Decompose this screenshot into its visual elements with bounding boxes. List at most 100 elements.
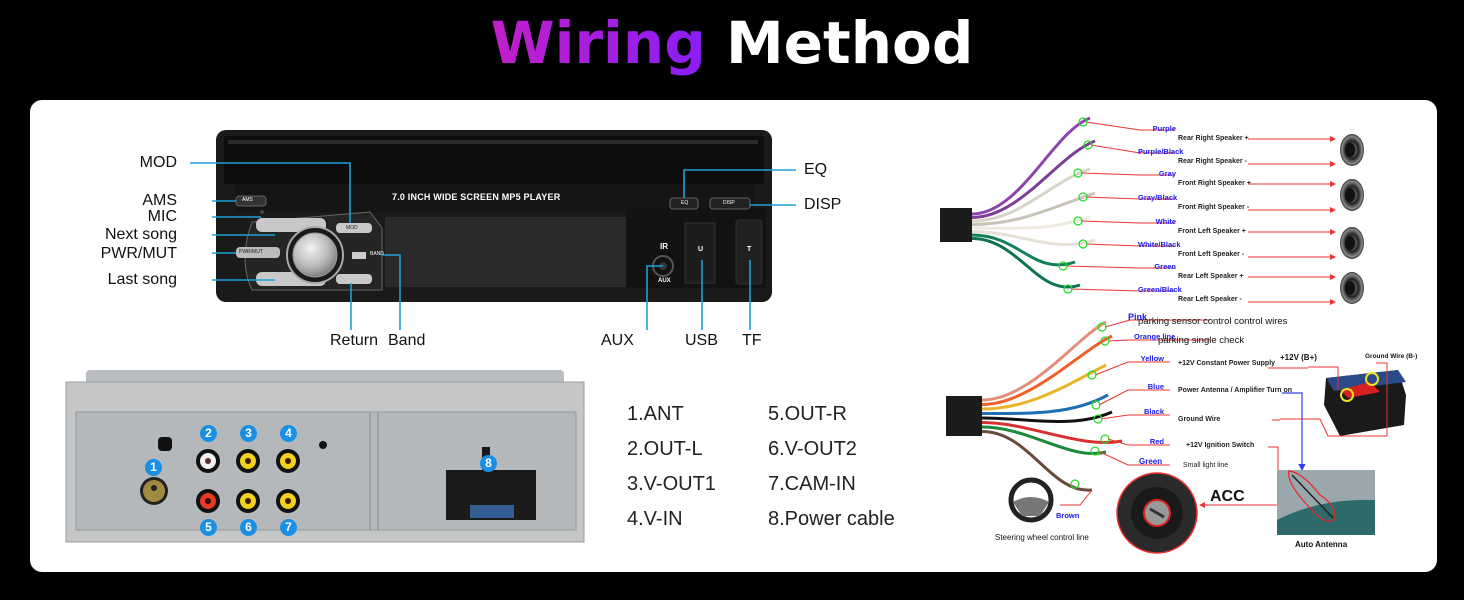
port-legend-1: 1.ANT (627, 403, 684, 425)
port-badge-6: 6 (240, 519, 257, 536)
wire-leader (1098, 389, 1170, 406)
speaker-wire-color-label: Green/Black (1138, 285, 1182, 294)
power-wire-function-label: parking single check (1158, 335, 1245, 346)
wire-leader (1107, 339, 1210, 342)
title-word-method: Method (725, 9, 974, 77)
callout-band: Band (388, 332, 426, 349)
tf-slot-label: T (747, 246, 752, 253)
power-wire (981, 425, 1107, 455)
speaker-wire (971, 233, 1076, 267)
wire-leader (1107, 438, 1170, 446)
speaker-harness (940, 116, 1364, 305)
speaker-wire (971, 116, 1091, 216)
speaker-wire-function-label: Rear Right Speaker - (1178, 158, 1247, 165)
wire-leader (1097, 450, 1170, 466)
speaker-wire-color-label: White/Black (1138, 240, 1181, 249)
wire-marker (1073, 216, 1083, 226)
power-wire (981, 363, 1107, 411)
callout-aux: AUX (601, 332, 634, 349)
acc-label: ACC (1210, 488, 1245, 505)
callout-tf: TF (742, 332, 762, 349)
screen-slot (385, 217, 640, 287)
port-legend-8: 8.Power cable (768, 508, 895, 530)
mod-button-label: MOD (346, 225, 358, 231)
page-title: Wiring Method (0, 8, 1464, 78)
model-text: 7.0 INCH WIDE SCREEN MP5 PLAYER (392, 192, 561, 202)
speaker-wire-color-label: Purple/Black (1138, 147, 1184, 156)
wire-leader (1080, 220, 1175, 224)
wire-leader (1094, 361, 1170, 376)
diagram-card: 7.0 INCH WIDE SCREEN MP5 PLAYER AMS MOD … (30, 100, 1437, 572)
power-wire-function-label: parking sensor control control wires (1138, 316, 1288, 327)
wire-marker (1097, 322, 1107, 332)
band-button-label: BAND (370, 251, 384, 257)
front-callout-lines (190, 162, 796, 330)
speaker-wire-function-label: Rear Left Speaker - (1178, 296, 1242, 303)
wire-marker (1058, 261, 1068, 271)
band-button (352, 252, 366, 259)
power-wire-color-label: Yellow (1140, 354, 1164, 363)
power-wire-function-label: Small light line (1183, 462, 1229, 469)
speaker-wire (971, 191, 1096, 226)
port-badge-2: 2 (200, 425, 217, 442)
power-wire (981, 334, 1113, 406)
callout-pwr-mut: PWR/MUT (100, 245, 177, 262)
wire-marker (1087, 370, 1097, 380)
pwr-mut-button (236, 247, 280, 258)
wire-leader (1070, 288, 1175, 292)
power-wire-color-label: Red (1149, 437, 1164, 446)
power-harness (946, 319, 1406, 554)
wire-leader (1065, 265, 1175, 269)
power-wire-color-label: Orange line (1134, 332, 1176, 341)
port-legend-2: 2.OUT-L (627, 438, 703, 460)
power-wire-color-label: Pink (1128, 312, 1148, 322)
callout-return: Return (330, 332, 379, 349)
speaker-wire-color-label: Gray/Black (1138, 193, 1178, 202)
power-wire (981, 320, 1107, 402)
port-badge-1: 1 (145, 459, 162, 476)
wire-marker (1083, 140, 1093, 150)
callout-last-song: Last song (107, 271, 177, 288)
tf-slot (735, 219, 763, 285)
speaker-wire-color-label: Gray (1158, 169, 1176, 178)
speaker-connector (940, 208, 972, 242)
steering-wheel-icon (1008, 477, 1054, 523)
aux-port-label: AUX (658, 278, 671, 284)
steering-wheel-label: Steering wheel control line (995, 533, 1089, 542)
speaker-wire (971, 230, 1096, 247)
port-badge-7: 7 (280, 519, 297, 536)
wire-leader (1085, 196, 1175, 200)
wire-marker (1063, 284, 1073, 294)
wire-leader (1080, 172, 1175, 176)
eq-button-label: EQ (681, 200, 689, 206)
power-wire-color-label: Brown (1056, 511, 1080, 520)
port-legend-6: 6.V-OUT2 (768, 438, 857, 460)
port-badge-8: 8 (480, 455, 497, 472)
pwr-button-label: PWR/MUT (239, 249, 263, 255)
speaker-icon (1340, 179, 1364, 211)
speaker-wire-function-label: Front Left Speaker + (1178, 228, 1246, 235)
auto-antenna-image (1277, 470, 1375, 535)
port-badge-5: 5 (200, 519, 217, 536)
rear-panel (65, 370, 585, 543)
disp-button (709, 197, 751, 210)
front-panel (190, 130, 796, 330)
power-wire (981, 430, 1093, 492)
speaker-wire-function-label: Front Right Speaker - (1178, 204, 1250, 211)
port-badge-3: 3 (240, 425, 257, 442)
speaker-wire-function-label: Front Right Speaker + (1178, 180, 1251, 187)
speaker-wire-color-label: White (1155, 217, 1176, 226)
battery-negative-label: Ground Wire (B-) (1365, 353, 1418, 360)
usb-slot-label: U (698, 246, 704, 253)
callout-disp: DISP (804, 196, 842, 213)
power-wire-function-label: Ground Wire (1178, 416, 1221, 423)
callout-ams: AMS (142, 192, 177, 209)
speaker-icon (1340, 227, 1364, 259)
battery-icon (1324, 370, 1406, 436)
ams-button-label: AMS (242, 197, 253, 203)
port-legend-5: 5.OUT-R (768, 403, 847, 425)
wire-leader (1090, 144, 1175, 154)
title-word-wiring: Wiring (490, 9, 706, 77)
power-wire-function-label: +12V Constant Power Supply (1178, 360, 1276, 367)
speaker-wire (971, 167, 1091, 223)
